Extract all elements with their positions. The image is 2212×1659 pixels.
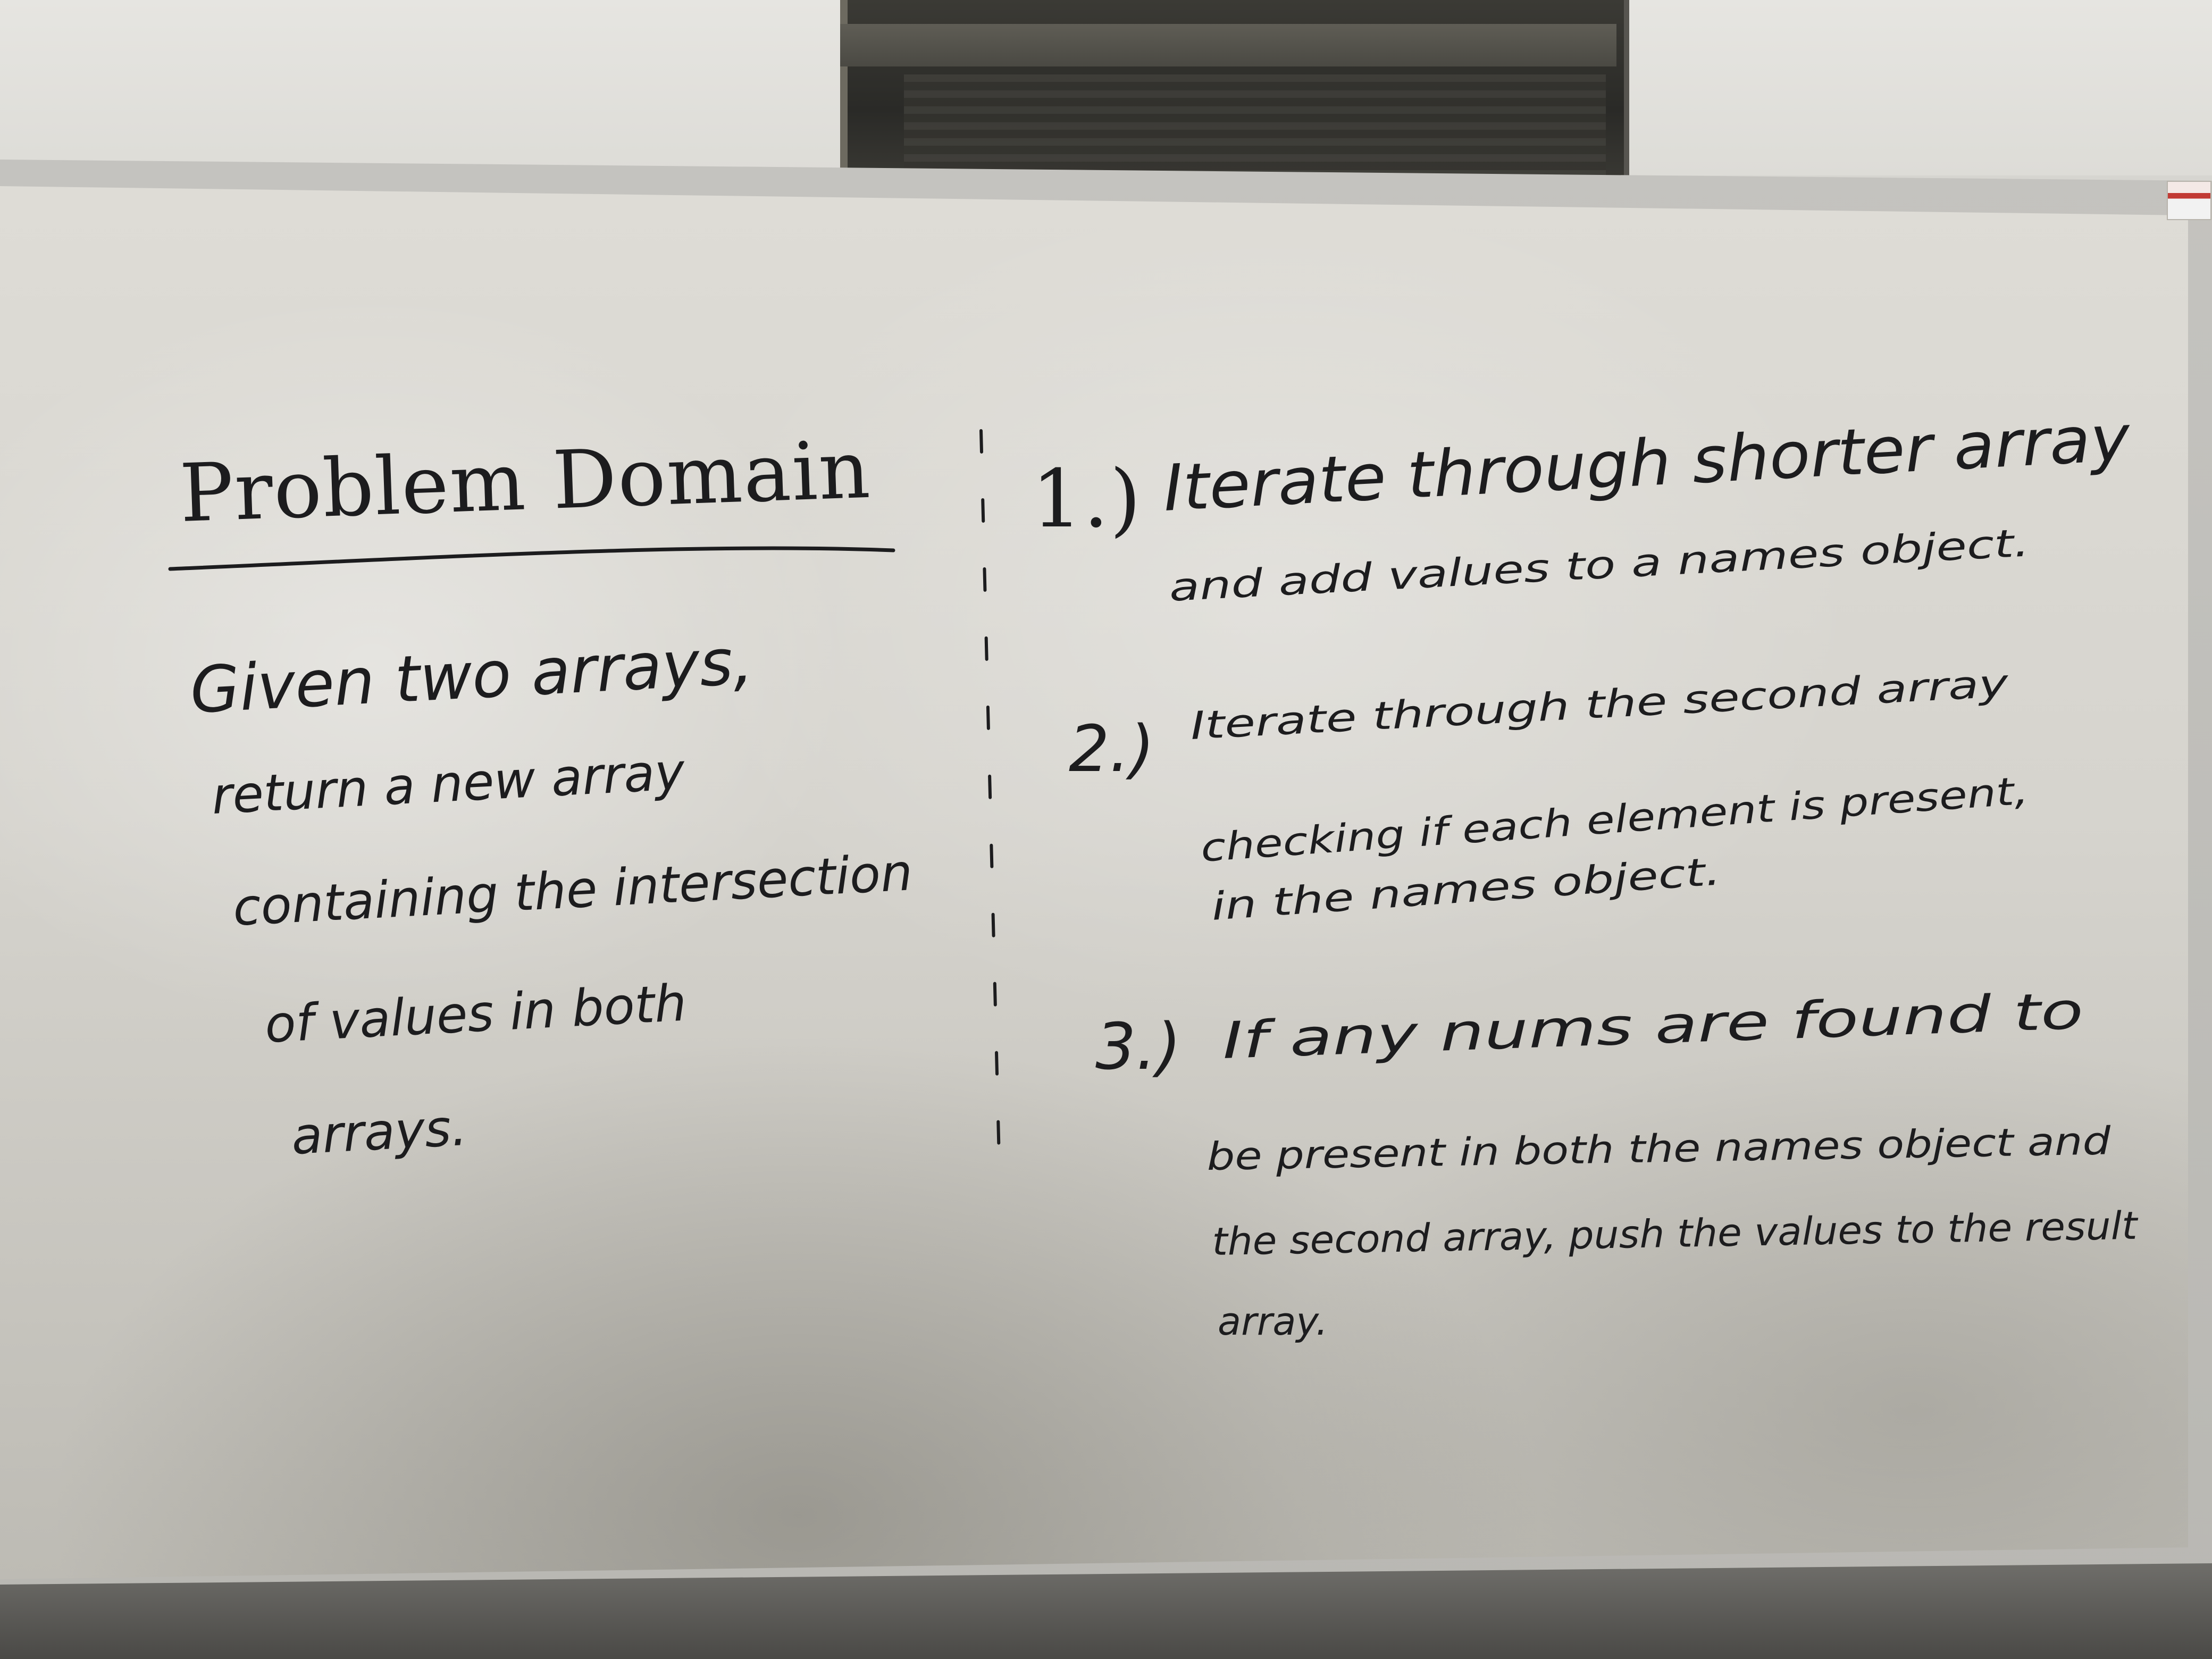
step-3-line-2: be present in both the names object and	[1206, 1118, 2112, 1179]
brand-label-icon	[2167, 181, 2211, 220]
problem-line-1: Given two arrays,	[188, 625, 755, 728]
problem-line-2: return a new array	[210, 742, 686, 826]
problem-line-5: arrays.	[290, 1099, 468, 1166]
step-1-line-1: Iterate through shorter array	[1161, 401, 2133, 526]
step-1-number: 1.)	[1032, 453, 1142, 546]
whiteboard	[0, 186, 2188, 1579]
step-2-number: 2.)	[1069, 713, 1154, 786]
step-3-number: 3.)	[1095, 1010, 1181, 1084]
window-frame	[840, 24, 1616, 66]
title-underline	[168, 546, 895, 571]
column-divider	[979, 429, 1001, 1182]
step-2-line-1: Iterate through the second array	[1189, 660, 2010, 748]
step-3-line-4: array.	[1218, 1299, 1328, 1344]
step-3-line-3: the second array, push the values to the…	[1212, 1203, 2139, 1264]
window-blinds	[904, 74, 1606, 181]
step-2-line-2: checking if each element is present,	[1199, 768, 2030, 870]
step-3-line-1: If any nums are found to	[1221, 982, 2084, 1070]
problem-line-3: containing the intersection	[231, 843, 914, 937]
problem-domain-title: Problem Domain	[178, 424, 873, 540]
problem-line-4: of values in both	[263, 974, 688, 1054]
step-1-line-2: and add values to a names object.	[1168, 520, 2030, 610]
